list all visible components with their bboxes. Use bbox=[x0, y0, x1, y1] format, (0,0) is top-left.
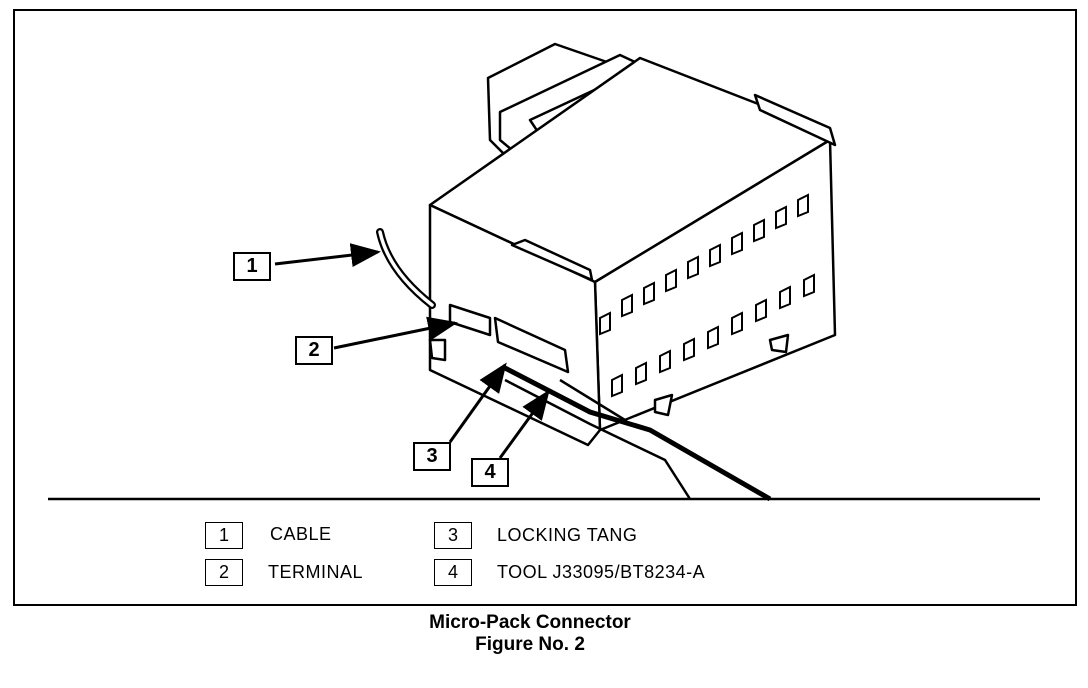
legend-number-1: 1 bbox=[205, 522, 243, 549]
cable bbox=[376, 228, 436, 309]
callout-2-number: 2 bbox=[308, 339, 320, 361]
legend-number-4: 4 bbox=[434, 559, 472, 586]
figure-caption: Micro-Pack Connector Figure No. 2 bbox=[0, 612, 1060, 656]
legend-number-2: 2 bbox=[205, 559, 243, 586]
callout-4-number: 4 bbox=[484, 461, 496, 483]
figure-frame bbox=[13, 9, 1077, 606]
leader-lines bbox=[274, 243, 550, 459]
legend-label-locking-tang: LOCKING TANG bbox=[497, 525, 638, 545]
callout-2: 2 bbox=[295, 336, 333, 365]
caption-subtitle: Figure No. 2 bbox=[475, 634, 585, 655]
callout-3: 3 bbox=[413, 442, 451, 471]
legend-label-tool: TOOL J33095/BT8234-A bbox=[497, 562, 706, 582]
callout-1-number: 1 bbox=[246, 255, 258, 277]
callout-3-number: 3 bbox=[426, 445, 438, 467]
terminal-cavities bbox=[599, 193, 815, 398]
legend-label-cable: CABLE bbox=[270, 524, 332, 544]
callout-1: 1 bbox=[233, 252, 271, 281]
caption-title: Micro-Pack Connector bbox=[429, 612, 631, 633]
legend-number-3: 3 bbox=[434, 522, 472, 549]
legend-label-terminal: TERMINAL bbox=[268, 562, 364, 582]
callout-4: 4 bbox=[471, 458, 509, 487]
